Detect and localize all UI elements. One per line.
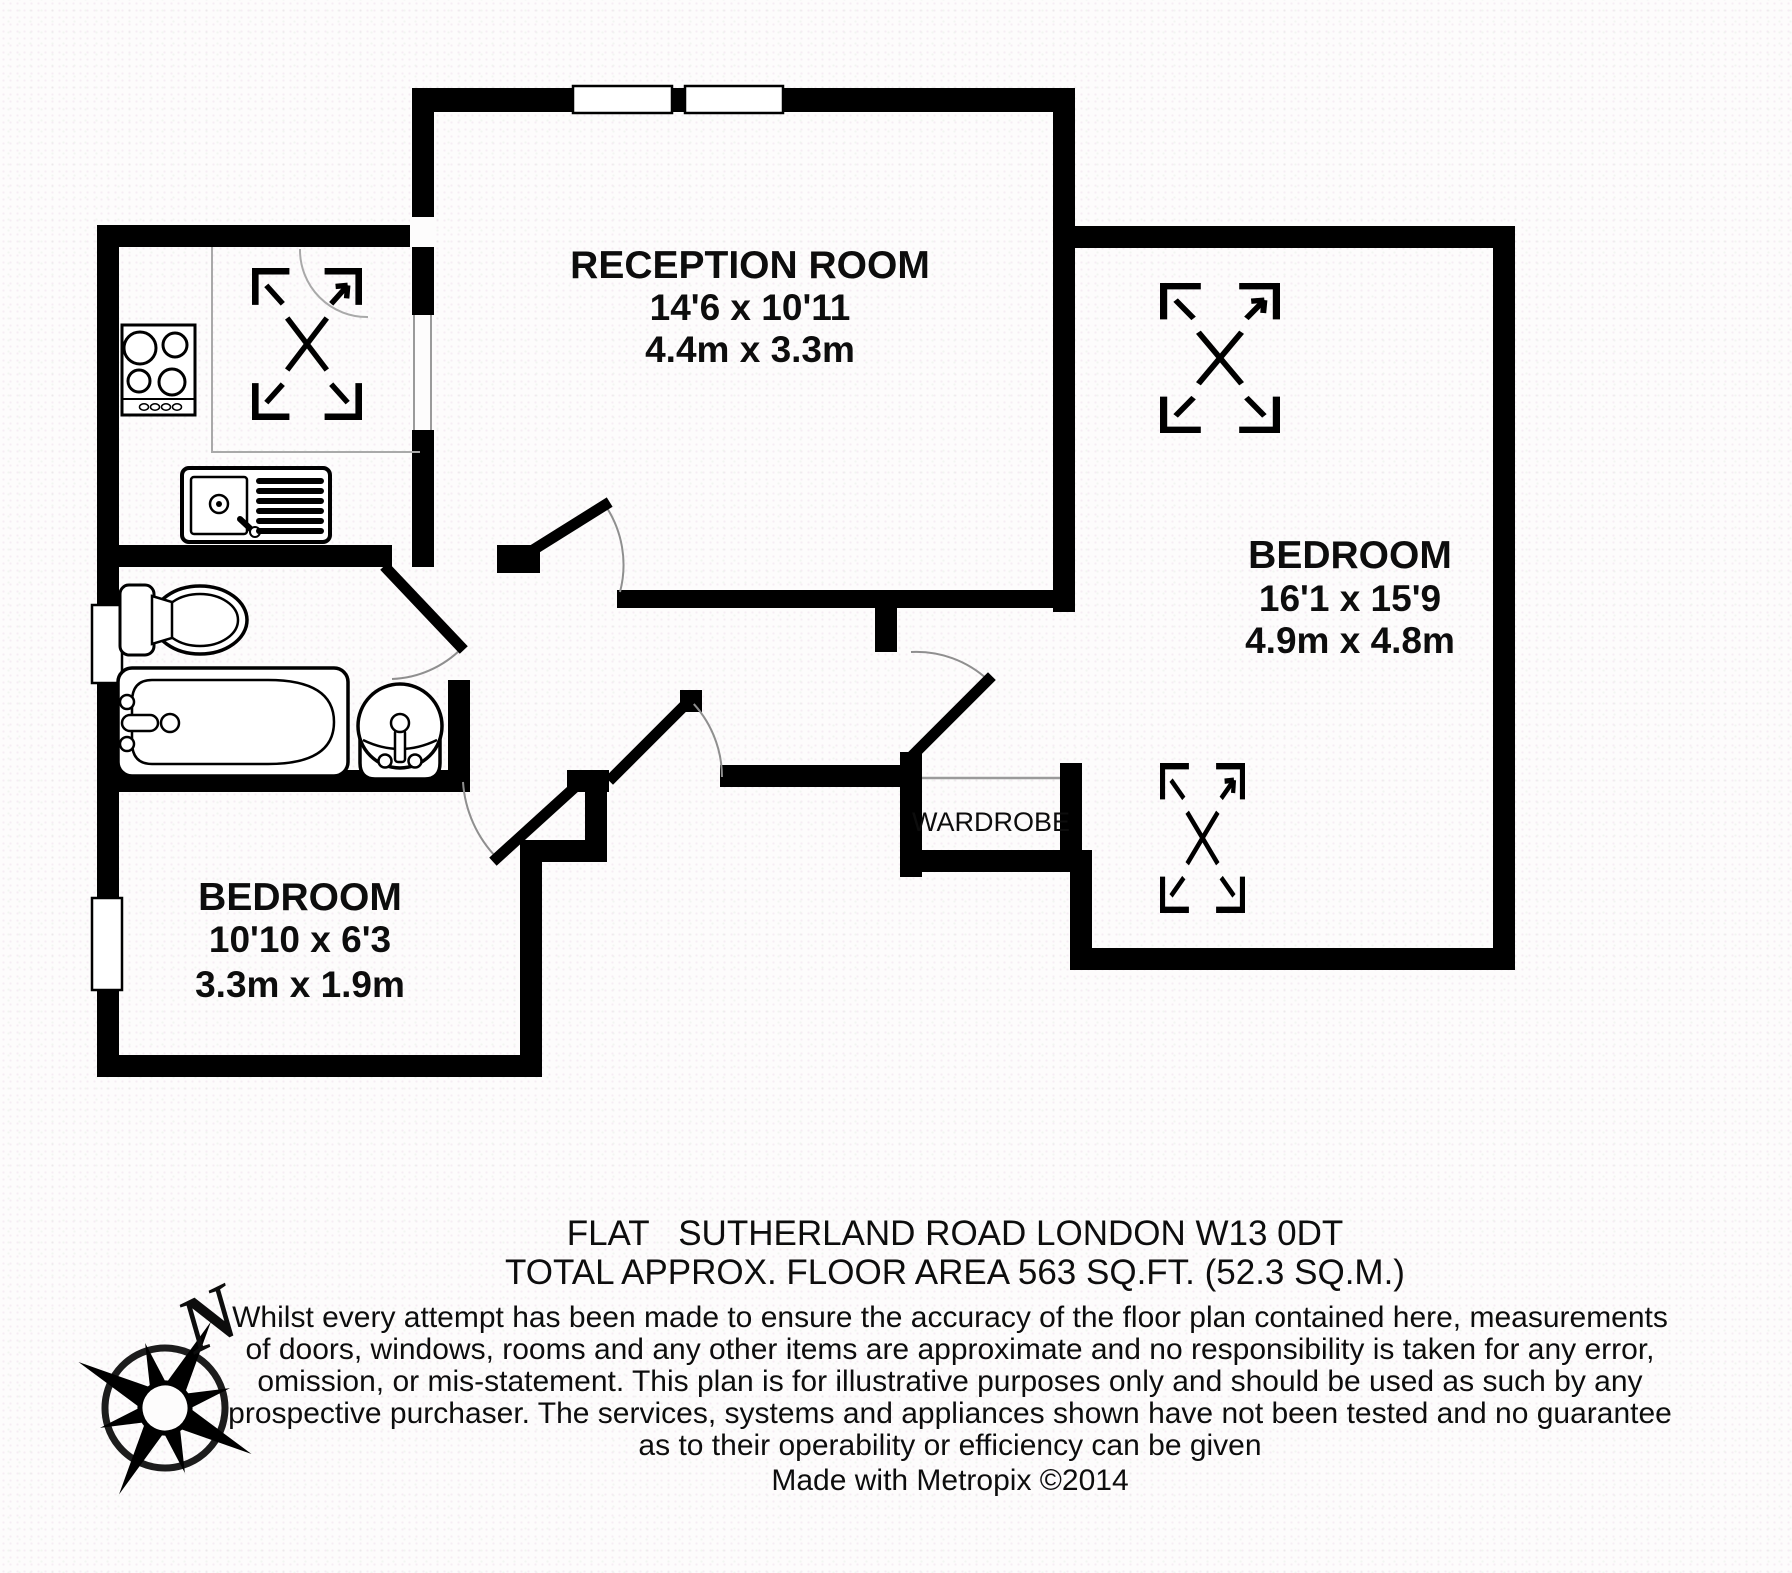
- wall-reception-bottom: [617, 590, 1075, 608]
- window-reception-2: [683, 84, 785, 115]
- bathroom-fixtures: [116, 583, 444, 781]
- wall-hall-bottom: [720, 765, 905, 787]
- head-height-marker-bedroom1-top: [1164, 286, 1277, 430]
- wardrobe-label: WARDROBE: [912, 807, 1070, 837]
- wall-bedroom2-bottom: [97, 1055, 542, 1077]
- wall-reception-left-c: [412, 430, 434, 567]
- wall-wardrobe-bottom: [900, 850, 1092, 872]
- window-reception-1: [571, 84, 674, 115]
- wall-wardrobe-left: [900, 752, 922, 877]
- bathtub-icon: [116, 666, 350, 778]
- reception-room-imperial: 14'6 x 10'11: [650, 287, 851, 328]
- toilet-icon: [118, 583, 249, 657]
- bedroom2-metric: 3.3m x 1.9m: [195, 964, 405, 1005]
- wall-wardrobe-right: [1060, 763, 1082, 850]
- door-bedroom1: [903, 650, 996, 765]
- basin-icon: [356, 682, 444, 781]
- disclaimer-line-1: Whilst every attempt has been made to en…: [232, 1301, 1668, 1334]
- wall-bedroom1-left-low: [1070, 872, 1092, 970]
- disclaimer-line-5: as to their operability or efficiency ca…: [638, 1429, 1261, 1462]
- hob-icon: [120, 323, 197, 417]
- wall-reception-right: [1053, 88, 1075, 612]
- window-bedroom2: [90, 896, 124, 992]
- wall-bedroom1-top: [1075, 226, 1515, 248]
- disclaimer-line-3: omission, or mis-statement. This plan is…: [257, 1365, 1642, 1398]
- head-height-marker-bedroom1-bottom: [1163, 766, 1243, 910]
- walls: [97, 88, 1515, 1077]
- head-height-marker-kitchen: [255, 271, 358, 416]
- reception-room-label: RECEPTION ROOM: [570, 244, 930, 287]
- door-entrance: [605, 690, 723, 785]
- bedroom1-imperial: 16'1 x 15'9: [1259, 578, 1441, 619]
- doors: [380, 497, 996, 866]
- wall-reception-left-b: [412, 247, 434, 315]
- bedroom1-metric: 4.9m x 4.8m: [1245, 620, 1455, 661]
- disclaimer-line-4: prospective purchaser. The services, sys…: [228, 1397, 1672, 1430]
- wall-bedroom1-bottom: [1077, 948, 1515, 970]
- room-labels: RECEPTION ROOM 14'6 x 10'11 4.4m x 3.3m …: [195, 244, 1455, 1005]
- address-line: FLAT SUTHERLAND ROAD LONDON W13 0DT: [567, 1214, 1344, 1253]
- wall-bedroom2-jog-v: [585, 770, 607, 862]
- wall-bedroom2-right: [520, 840, 542, 1077]
- bedroom2-imperial: 10'10 x 6'3: [209, 919, 391, 960]
- kitchen-fixtures: [120, 247, 420, 544]
- bedroom2-label: BEDROOM: [198, 876, 402, 919]
- door-bathroom: [380, 562, 468, 680]
- wall-seam: [410, 217, 436, 247]
- door-bedroom2: [462, 770, 593, 866]
- floor-area-line: TOTAL APPROX. FLOOR AREA 563 SQ.FT. (52.…: [505, 1253, 1405, 1292]
- wall-kitchen-top: [97, 225, 412, 247]
- credit-line: Made with Metropix ©2014: [771, 1464, 1128, 1497]
- door-reception: [497, 497, 625, 593]
- wall-bedroom1-right: [1493, 226, 1515, 970]
- sink-icon: [180, 466, 332, 544]
- disclaimer-line-2: of doors, windows, rooms and any other i…: [245, 1333, 1654, 1366]
- wall-vestibule-stub: [875, 605, 897, 652]
- windows: [90, 84, 1060, 992]
- reception-room-metric: 4.4m x 3.3m: [645, 329, 855, 370]
- counter-corner-arc: [298, 248, 369, 319]
- wall-bathroom-right: [448, 680, 470, 792]
- bedroom1-label: BEDROOM: [1248, 534, 1452, 577]
- wall-reception-left-a: [412, 88, 434, 217]
- footer: FLAT SUTHERLAND ROAD LONDON W13 0DT TOTA…: [228, 1214, 1672, 1497]
- window-bathroom: [90, 603, 124, 685]
- wall-kitchen-bath-divider: [97, 545, 392, 567]
- counter-edge: [211, 247, 420, 453]
